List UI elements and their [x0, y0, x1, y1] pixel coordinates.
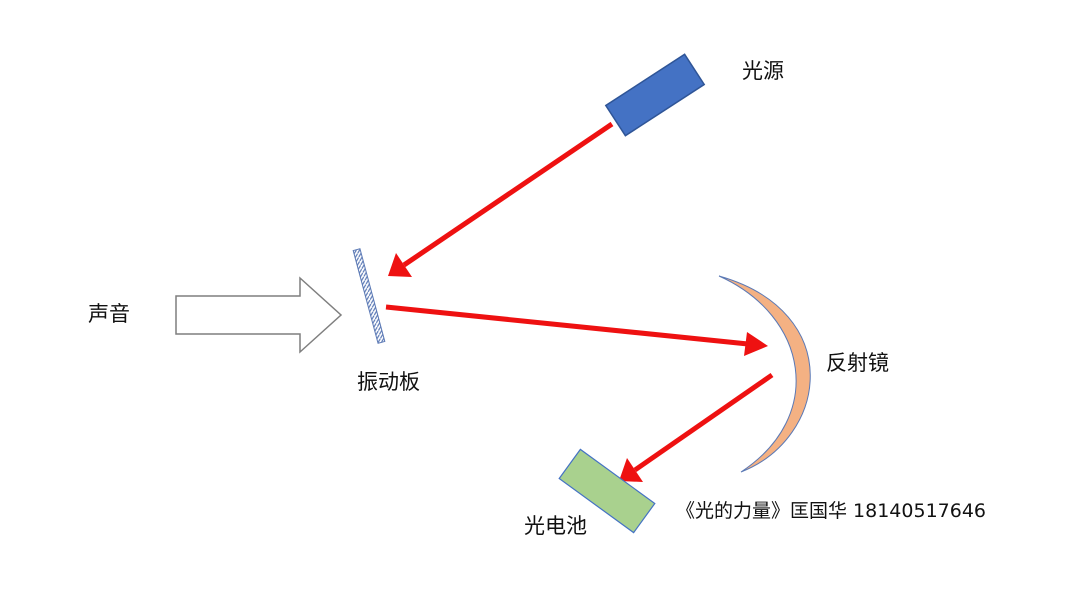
- diaphragm-label: 振动板: [357, 370, 420, 394]
- light-source-block: [604, 53, 706, 137]
- focused-beam-arrow: [619, 372, 774, 482]
- diaphragm-plate: [352, 248, 386, 344]
- light-source-label: 光源: [742, 59, 784, 83]
- concave-mirror: [718, 275, 811, 473]
- mirror-label: 反射镜: [826, 351, 889, 375]
- incident-beam-arrow: [388, 121, 614, 277]
- credit-text: 《光的力量》匡国华 18140517646: [676, 500, 987, 522]
- sound-arrow: [175, 276, 343, 354]
- reflected-beam-arrow: [385, 304, 768, 356]
- sound-label: 声音: [88, 302, 130, 326]
- photocell-block: [558, 448, 656, 534]
- photocell-label: 光电池: [524, 514, 587, 538]
